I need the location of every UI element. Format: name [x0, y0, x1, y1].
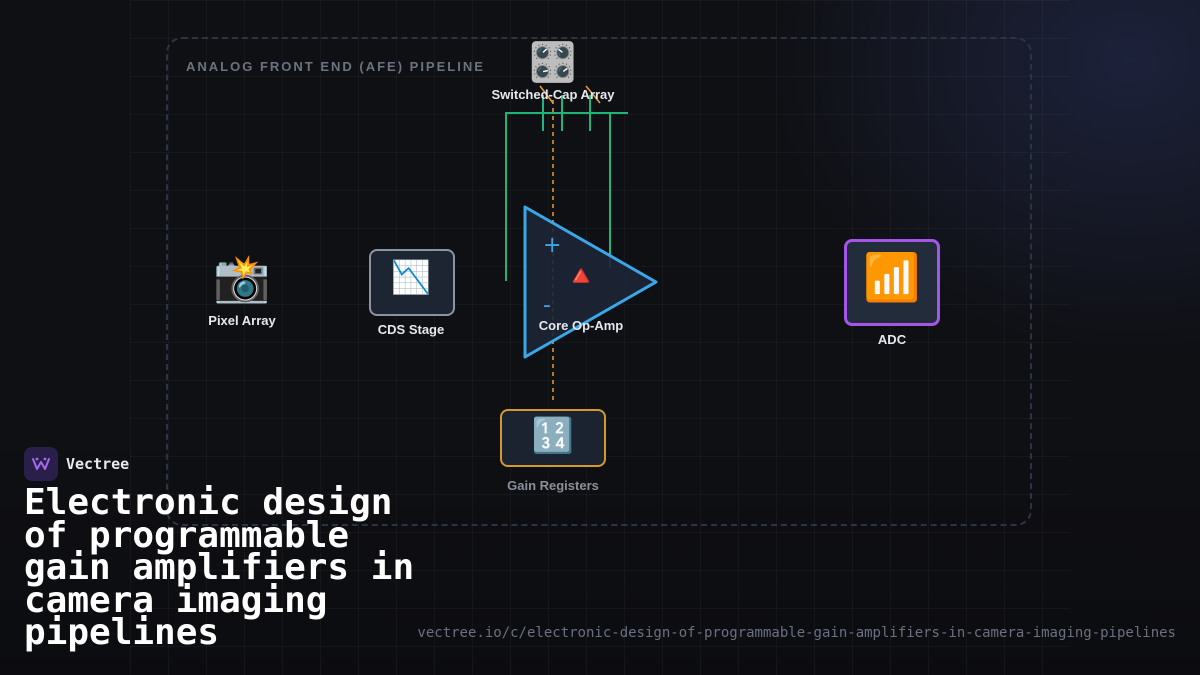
gain-registers-label: Gain Registers	[507, 478, 599, 493]
feedback-wire-left	[505, 112, 628, 281]
chart-decreasing-icon: 📉	[391, 258, 431, 296]
signal-bars-icon: 📶	[863, 250, 921, 304]
page-headline: Electronic design of programmable gain a…	[24, 482, 415, 653]
section-title: ANALOG FRONT END (AFE) PIPELINE	[186, 59, 485, 74]
switch-stub	[585, 85, 601, 104]
vectree-logo-icon	[24, 447, 58, 481]
minus-sign: -	[543, 293, 551, 318]
switch-stub	[539, 85, 554, 104]
opamp-triangle	[523, 205, 658, 359]
core-opamp-label: Core Op-Amp	[538, 318, 624, 333]
gain-registers-node	[500, 409, 606, 467]
page-url[interactable]: vectree.io/c/electronic-design-of-progra…	[417, 625, 1176, 641]
brand-name: Vectree	[66, 455, 130, 473]
control-knobs-icon: 🎛️	[529, 40, 577, 84]
cds-stage-label: CDS Stage	[377, 322, 445, 337]
brand: Vectree	[24, 447, 129, 481]
plus-sign: +	[543, 233, 562, 258]
afe-pipeline-frame	[166, 37, 1032, 526]
switched-cap-label: Switched-Cap Array	[491, 87, 615, 102]
red-triangle-icon: 🔺	[563, 259, 599, 292]
input-numbers-icon: 🔢	[531, 416, 575, 456]
cds-stage-node	[369, 249, 455, 316]
pixel-array-label: Pixel Array	[208, 313, 276, 328]
adc-node	[844, 239, 940, 326]
adc-label: ADC	[877, 332, 907, 347]
camera-flash-icon: 📸	[213, 251, 271, 305]
